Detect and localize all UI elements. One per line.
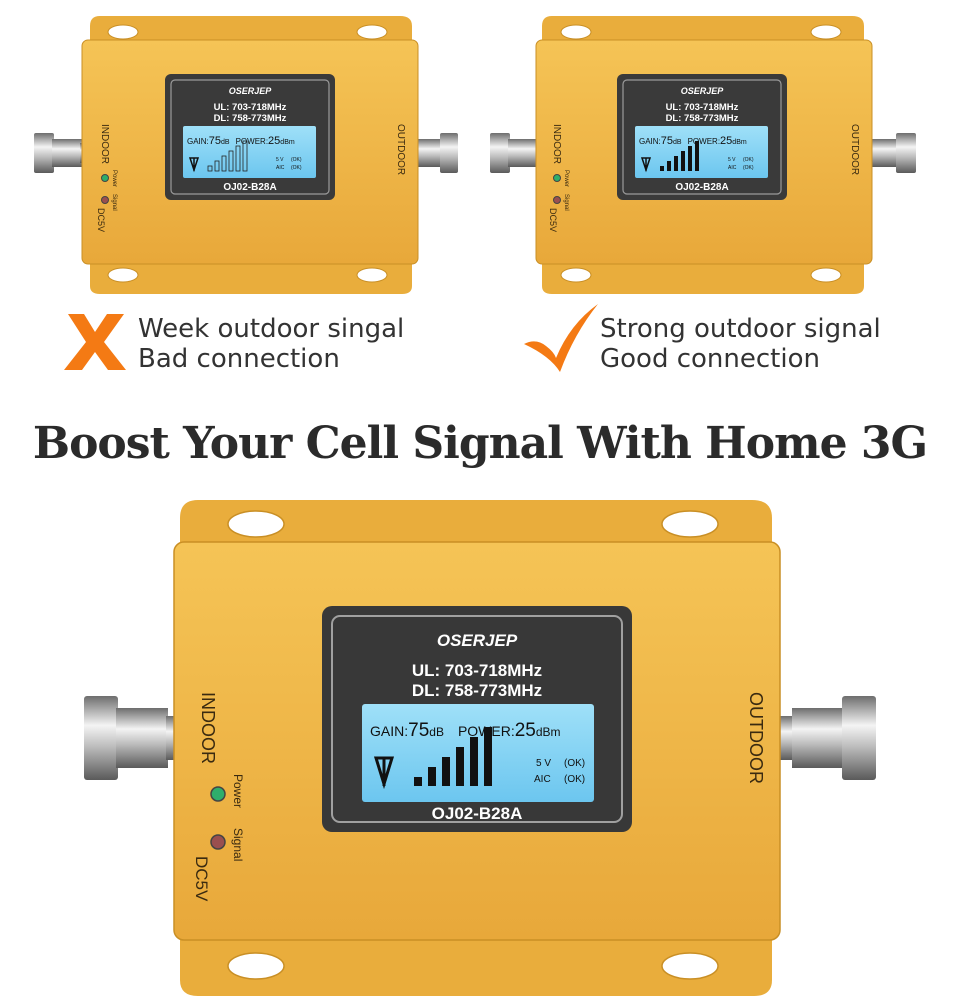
- svg-text:5 V: 5 V: [728, 157, 736, 163]
- svg-text:Power: Power: [111, 170, 117, 187]
- weak-signal-line1: Week outdoor singal: [138, 314, 405, 344]
- signal-bar: [470, 737, 478, 786]
- signal-bar: [214, 160, 220, 172]
- signal-bar: [674, 156, 678, 171]
- signal-bar: [456, 747, 464, 786]
- signal-bar: [242, 140, 248, 172]
- signal-bar: [484, 727, 492, 786]
- signal-bar: [428, 767, 436, 786]
- signal-led: [553, 196, 561, 204]
- strong-signal-caption: Strong outdoor signal Good connection: [600, 314, 881, 374]
- weak-signal-line2: Bad connection: [138, 344, 340, 374]
- svg-text:Signal: Signal: [111, 194, 117, 211]
- headline: Boost Your Cell Signal With Home 3G: [32, 418, 928, 469]
- signal-bar: [681, 151, 685, 171]
- svg-text:AIC: AIC: [728, 165, 737, 171]
- antenna-icon: [640, 157, 652, 173]
- svg-text:(OK): (OK): [564, 774, 585, 785]
- brand-logo: OSERJEP: [437, 631, 518, 650]
- repeater-weak-signal: OSERJEP UL: 703-718MHz DL: 758-773MHz GA…: [20, 10, 460, 300]
- dl-band: DL: 758-773MHz: [214, 113, 287, 124]
- lcd-screen: [183, 126, 316, 178]
- signal-bar: [695, 141, 699, 171]
- indoor-connector: [84, 696, 182, 780]
- signal-led: [210, 834, 226, 850]
- outdoor-label: OUTDOOR: [849, 124, 860, 175]
- power-led: [210, 786, 226, 802]
- svg-text:AIC: AIC: [534, 774, 551, 785]
- svg-text:5 V: 5 V: [536, 758, 551, 769]
- svg-text:(OK): (OK): [564, 758, 585, 769]
- ul-band: UL: 703-718MHz: [214, 102, 287, 113]
- dl-band: DL: 758-773MHz: [666, 113, 739, 124]
- svg-text:5 V: 5 V: [276, 157, 284, 163]
- signal-bar: [221, 155, 227, 172]
- svg-text:Power: Power: [563, 170, 569, 187]
- model-number: OJ02-B28A: [432, 804, 523, 823]
- dc-label: DC5V: [548, 208, 558, 232]
- outdoor-connector: [778, 696, 876, 780]
- power-led: [101, 174, 109, 182]
- svg-text:AIC: AIC: [276, 165, 285, 171]
- ul-band: UL: 703-718MHz: [666, 102, 739, 113]
- outdoor-label: OUTDOOR: [746, 692, 766, 784]
- ul-band: UL: 703-718MHz: [412, 661, 542, 680]
- strong-signal-line1: Strong outdoor signal: [600, 314, 881, 344]
- outdoor-label: OUTDOOR: [395, 124, 406, 175]
- repeater-main: OSERJEP UL: 703-718MHz DL: 758-773MHz GA…: [70, 496, 890, 1000]
- dc-label: DC5V: [192, 856, 211, 902]
- svg-text:Power: Power: [231, 774, 245, 808]
- svg-text:(OK): (OK): [743, 157, 754, 163]
- weak-signal-caption: Week outdoor singal Bad connection: [138, 314, 404, 374]
- signal-bars: [414, 727, 492, 786]
- indoor-label: INDOOR: [198, 692, 218, 764]
- svg-text:Signal: Signal: [231, 828, 245, 861]
- indoor-label: INDOOR: [551, 124, 562, 164]
- model-number: OJ02-B28A: [223, 182, 276, 193]
- dl-band: DL: 758-773MHz: [412, 681, 542, 700]
- model-number: OJ02-B28A: [675, 182, 728, 193]
- svg-text:(OK): (OK): [291, 165, 302, 171]
- brand-logo: OSERJEP: [681, 86, 725, 96]
- signal-led: [101, 196, 109, 204]
- signal-bar: [667, 161, 671, 171]
- antenna-icon: [373, 756, 395, 790]
- signal-bar: [235, 145, 241, 172]
- signal-bar: [228, 150, 234, 172]
- signal-bar: [207, 165, 213, 172]
- dc-label: DC5V: [96, 208, 106, 232]
- strong-signal-line2: Good connection: [600, 344, 820, 374]
- power-led: [553, 174, 561, 182]
- brand-logo: OSERJEP: [229, 86, 273, 96]
- svg-text:(OK): (OK): [743, 165, 754, 171]
- signal-bars: [660, 141, 699, 171]
- check-mark-icon: [522, 300, 600, 374]
- svg-text:Signal: Signal: [563, 194, 569, 211]
- signal-bars: [207, 140, 248, 172]
- signal-bar: [660, 166, 664, 171]
- x-mark-icon: [62, 312, 128, 372]
- antenna-icon: [188, 157, 200, 173]
- indoor-label: INDOOR: [99, 124, 110, 164]
- svg-text:(OK): (OK): [291, 157, 302, 163]
- signal-bar: [688, 146, 692, 171]
- signal-bar: [442, 757, 450, 786]
- signal-bar: [414, 777, 422, 786]
- repeater-strong-signal: OSERJEP UL: 703-718MHz DL: 758-773MHz GA…: [480, 10, 920, 300]
